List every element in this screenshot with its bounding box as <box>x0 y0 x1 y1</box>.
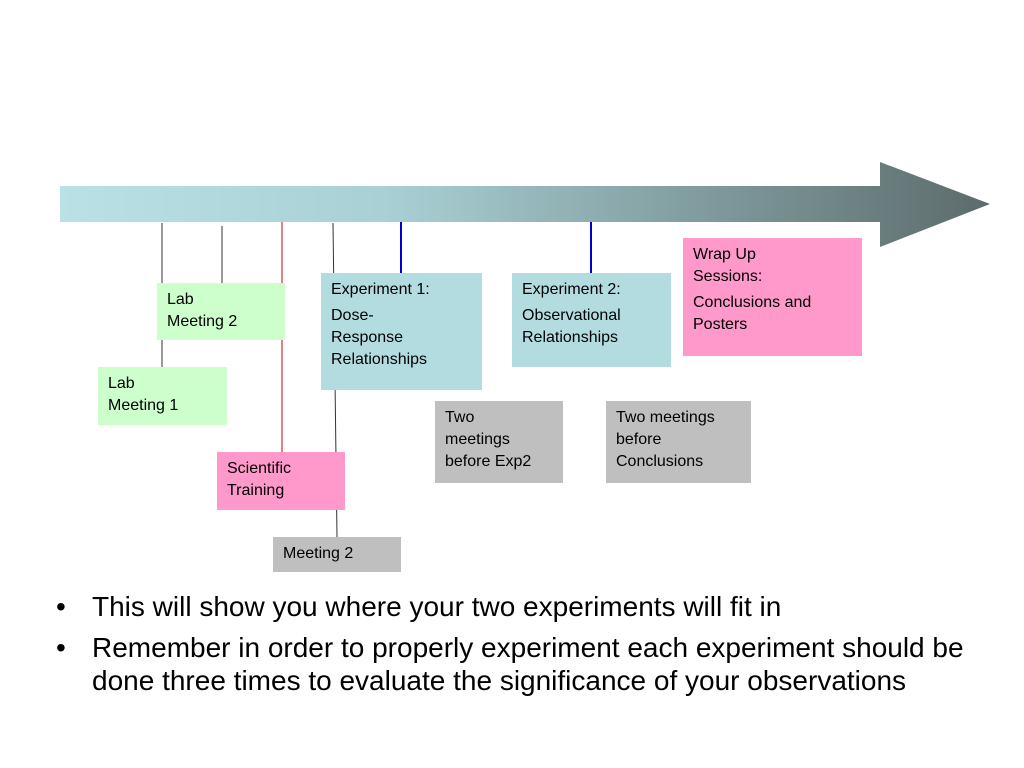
experiment-1-body-line-3: Relationships <box>331 351 428 368</box>
experiment-2-body: Observational Relationships <box>522 305 661 349</box>
two-meetings-conclusions-box: Two meetings before Conclusions <box>606 401 751 483</box>
two-meetings-exp2-line-2: meetings <box>445 431 510 448</box>
experiment-2-title: Experiment 2: <box>522 281 621 298</box>
bullet-list: • This will show you where your two expe… <box>52 590 982 705</box>
bullet-text: Remember in order to properly experiment… <box>92 632 964 696</box>
two-meetings-conclusions-line-3: Conclusions <box>616 453 704 470</box>
experiment-2-body-line-2: Relationships <box>522 329 619 346</box>
wrap-up-title: Wrap Up Sessions: <box>693 244 852 288</box>
experiment-2-box: Experiment 2: Observational Relationship… <box>512 273 671 367</box>
bullet-item: • This will show you where your two expe… <box>52 590 982 623</box>
meeting-2-label: Meeting 2 <box>283 545 354 562</box>
experiment-1-box: Experiment 1: Dose- Response Relationshi… <box>321 273 482 390</box>
wrap-up-body-line-2: Posters <box>693 316 748 333</box>
scientific-training-line-1: Scientific <box>227 460 292 477</box>
experiment-1-body: Dose- Response Relationships <box>331 305 472 371</box>
lab-meeting-1-line-1: Lab <box>108 375 135 392</box>
bullet-text: This will show you where your two experi… <box>92 591 782 622</box>
two-meetings-exp2-line-3: before Exp2 <box>445 453 532 470</box>
timeline-arrow <box>60 162 990 247</box>
scientific-training-box: Scientific Training <box>217 452 345 510</box>
experiment-1-title: Experiment 1: <box>331 281 430 298</box>
experiment-2-body-line-1: Observational <box>522 307 621 324</box>
scientific-training-line-2: Training <box>227 482 285 499</box>
two-meetings-conclusions-line-2: before <box>616 431 662 448</box>
bullet-dot: • <box>56 591 66 622</box>
lab-meeting-2-line-1: Lab <box>167 291 194 308</box>
bullet-item: • Remember in order to properly experime… <box>52 631 982 697</box>
lab-meeting-2-line-2: Meeting 2 <box>167 313 238 330</box>
two-meetings-conclusions-line-1: Two meetings <box>616 409 715 426</box>
two-meetings-exp2-box: Two meetings before Exp2 <box>435 401 563 483</box>
wrap-up-title-line-2: Sessions: <box>693 268 763 285</box>
two-meetings-exp2-line-1: Two <box>445 409 475 426</box>
lab-meeting-1-box: Lab Meeting 1 <box>98 367 227 425</box>
bullet-dot: • <box>56 632 66 663</box>
lab-meeting-2-box: Lab Meeting 2 <box>157 283 285 340</box>
experiment-1-body-line-1: Dose- <box>331 307 374 324</box>
experiment-1-body-line-2: Response <box>331 329 404 346</box>
wrap-up-body: Conclusions and Posters <box>693 292 852 336</box>
wrap-up-title-line-1: Wrap Up <box>693 246 756 263</box>
wrap-up-box: Wrap Up Sessions: Conclusions and Poster… <box>683 238 862 356</box>
wrap-up-body-line-1: Conclusions and <box>693 294 812 311</box>
lab-meeting-1-line-2: Meeting 1 <box>108 397 179 414</box>
meeting-2-box: Meeting 2 <box>273 537 401 572</box>
